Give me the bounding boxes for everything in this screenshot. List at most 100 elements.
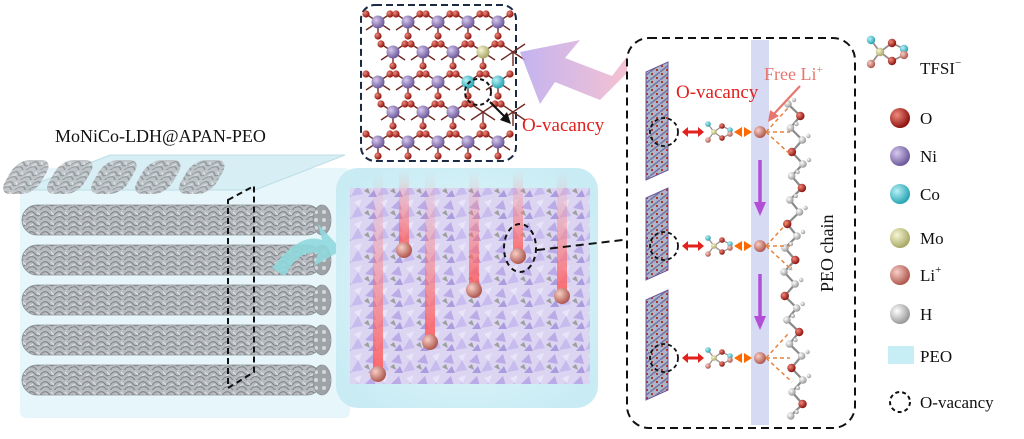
oxygen-atom (377, 40, 385, 48)
li-ion (754, 352, 766, 364)
oxygen-atom (377, 100, 385, 108)
o-vacancy-top-label: O-vacancy (676, 82, 759, 103)
legend-item: O (890, 108, 932, 128)
oxygen-atom (467, 40, 475, 48)
cobalt-atom-icon (890, 184, 910, 204)
peo-chain-label: PEO chain (817, 215, 837, 292)
peo-carbon-atom (785, 340, 794, 348)
peo-carbon-atom (786, 412, 795, 420)
mechanism-panel: O-vacancy Free Li+ PEO chain (626, 37, 856, 429)
nickel-atom (491, 15, 505, 29)
lattice-pointer-arrow (520, 40, 635, 104)
oxygen-atom (479, 122, 487, 130)
free-li-label: Free Li+ (764, 64, 823, 84)
peo-oxygen-atom (783, 219, 792, 229)
nickel-atom (491, 135, 505, 149)
oxygen-atom (404, 152, 412, 160)
fiber-row (21, 364, 323, 396)
atomic-lattice-inset (360, 4, 526, 162)
oxygen-atom (392, 70, 400, 78)
cobalt-atom (491, 75, 505, 89)
oxygen-atom (386, 130, 394, 138)
oxygen-atom (452, 70, 460, 78)
oxygen-atom (479, 62, 487, 70)
oxygen-atom (392, 10, 400, 18)
nickel-atom (371, 135, 385, 149)
legend-item: O-vacancy (889, 391, 994, 413)
nickel-atom (446, 45, 460, 59)
zoom-arrow (272, 224, 342, 276)
peo-oxygen-atom (798, 399, 807, 409)
oxygen-atom (407, 100, 415, 108)
legend-label: O-vacancy (920, 393, 994, 412)
vacancy-circle (649, 343, 679, 373)
oxygen-atom (419, 122, 427, 130)
peo-carbon-atom (780, 268, 788, 276)
oxygen-atom (389, 62, 397, 70)
coordination-row (649, 333, 793, 383)
zoom-vacancy-circle (503, 223, 537, 273)
oxygen-atom (416, 70, 424, 78)
legend-label: Co (920, 185, 940, 204)
peo-carbon-atom (793, 232, 801, 240)
legend-label: TFSI− (920, 57, 961, 78)
oxygen-atom (446, 70, 454, 78)
li-migration-arrow (754, 202, 766, 216)
oxygen-atom (404, 32, 412, 40)
li-ion-sphere (422, 334, 438, 350)
oxygen-atom (422, 10, 430, 18)
nickel-atom (386, 105, 400, 119)
peo-oxygen-atom (780, 291, 789, 301)
oxygen-atom (494, 32, 502, 40)
peo-carbon-atom (799, 376, 807, 384)
oxygen-atom (362, 70, 370, 78)
oxygen-atom (422, 70, 430, 78)
peo-carbon-atom (787, 172, 796, 180)
oxygen-atom (482, 10, 490, 18)
oxygen-atom (431, 100, 439, 108)
li-ion-sphere (466, 282, 482, 298)
peo-carbon-atom (797, 352, 806, 360)
slice-selection-box (227, 184, 255, 390)
coordination-row (649, 221, 793, 330)
peo-carbon-atom (788, 388, 796, 396)
lithium-ion-icon (890, 265, 910, 285)
legend-label: Mo (920, 229, 944, 248)
coordination-row (649, 107, 793, 216)
cobalt-atom (461, 75, 475, 89)
legend-item: Mo (890, 228, 944, 248)
oxygen-atom (476, 70, 484, 78)
legend-label: Ni (920, 147, 937, 166)
peo-carbon-atom (795, 208, 804, 216)
legend-label: PEO (920, 347, 952, 366)
li-ion (754, 126, 766, 138)
nickel-atom (371, 75, 385, 89)
oxygen-atom (386, 70, 394, 78)
oxygen-atom (476, 130, 484, 138)
oxygen-atom (389, 122, 397, 130)
peo-oxygen-atom (795, 327, 804, 337)
peo-carbon-atom (786, 124, 795, 132)
li-ion-sphere (510, 248, 526, 264)
molybdenum-atom (476, 45, 490, 59)
oxygen-atom (401, 100, 409, 108)
oxygen-atom (446, 10, 454, 18)
oxygen-atom (506, 10, 514, 18)
oxygen-atom (461, 100, 469, 108)
legend-label: O (920, 109, 932, 128)
oxygen-atom (386, 10, 394, 18)
nickel-atom (431, 135, 445, 149)
oxygen-atom (374, 152, 382, 160)
oxygen-atom (476, 10, 484, 18)
nickel-atom (416, 45, 430, 59)
peo-oxygen-atom (787, 147, 797, 157)
oxygen-atom (464, 32, 472, 40)
oxygen-atom (416, 10, 424, 18)
nickel-atom (386, 45, 400, 59)
oxygen-atom (374, 32, 382, 40)
oxygen-atom (431, 40, 439, 48)
peo-swatch-icon (888, 346, 914, 364)
li-ion-sphere (370, 366, 386, 382)
legend-item: PEO (888, 346, 952, 366)
